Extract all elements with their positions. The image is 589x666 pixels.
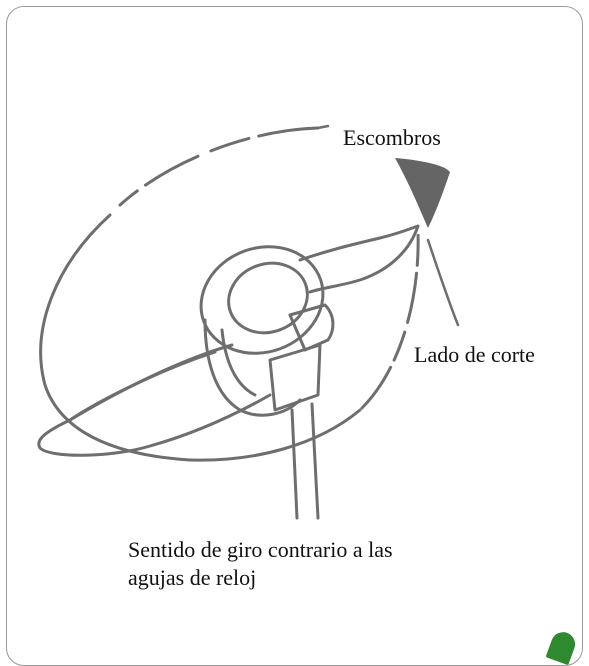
blade-upper [298, 224, 420, 294]
cut-side-leader [426, 238, 460, 327]
hub-outer [199, 245, 325, 355]
rotation-path-arc-right [360, 230, 420, 410]
hub-body [203, 318, 302, 417]
debris-leader [316, 124, 330, 130]
shaft-nut [288, 303, 335, 352]
rotation-path-arc-bottom [188, 408, 362, 462]
trimmer-blade-illustration [37, 124, 460, 520]
rotation-direction-line-2: agujas de reloj [128, 565, 257, 590]
hub-inner [227, 261, 309, 335]
drive-shaft-left [290, 408, 299, 520]
cut-side-label: Lado de corte [414, 342, 535, 367]
rotation-path-arc-left [39, 213, 192, 462]
rotation-direction-label: Sentido de giro contrario a las agujas d… [128, 536, 393, 592]
blade-lower [37, 343, 272, 457]
drive-shaft-right [310, 402, 320, 520]
debris-spray [395, 158, 450, 228]
rotation-direction-line-1: Sentido de giro contrario a las [128, 537, 393, 562]
rotation-path-arc-top [118, 126, 320, 207]
debris-label: Escombros [343, 125, 441, 150]
